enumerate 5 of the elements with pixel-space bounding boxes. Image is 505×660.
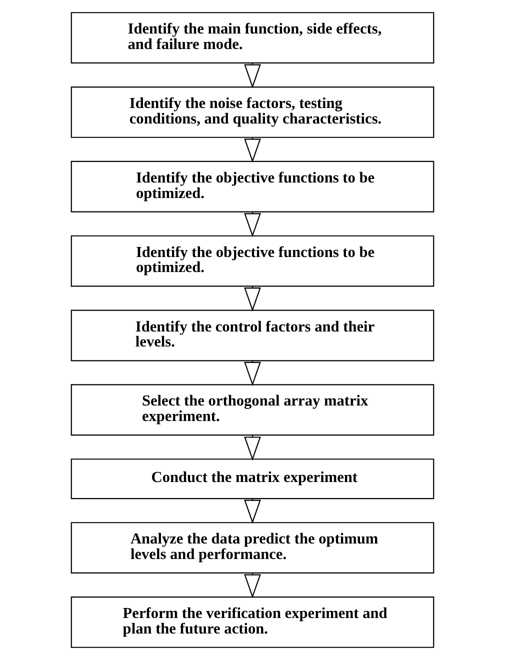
node-box: Analyze the data predict the optimum levels and performance. [70, 522, 434, 574]
node-box: Identify the objective functions to be optimized. [70, 160, 434, 212]
node-box: Identify the objective functions to be optimized. [70, 235, 434, 287]
node-box: Perform the verification experiment and plan the future action. [70, 596, 434, 648]
node-box: Identify the noise factors, testing conditions, and quality characteristics. [70, 86, 434, 138]
